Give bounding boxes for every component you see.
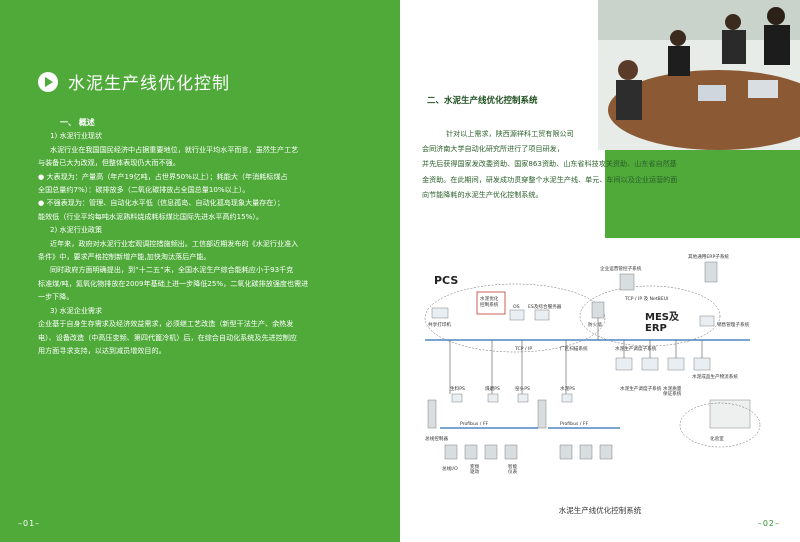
system-architecture-diagram: .lbl { font-family: "DejaVu Sans", sans-… — [424, 253, 761, 475]
dispatch-label: 水泥生产调度子系统 — [615, 345, 657, 352]
paragraph-line: 条件》中，要求严格控制新增产能,加快淘汰落后产能。 — [38, 252, 211, 262]
body-text: 一、 概述 1) 水泥行业现状 水泥行业在我国国民经济中占据重要地位，就行业平均… — [38, 116, 368, 357]
pcs-cloud — [424, 283, 606, 353]
page-title: 水泥生产线优化控制 — [68, 74, 230, 94]
page-number: –01– — [18, 519, 41, 528]
dispatch2-label: 水泥生产调度子系统 — [620, 385, 662, 392]
qc-label: 水泥质量保证系统 — [663, 385, 682, 397]
diagram-caption: 水泥生产线优化控制系统 — [558, 506, 642, 515]
field-ctrl-label: 总线控制器 — [425, 435, 448, 442]
other-erp-label: 其他通用ERP子系统 — [688, 253, 729, 260]
paragraph-line: 电）、设备改造（中高压变频、第四代篦冷机）后，在综合自动化系统及先进控制应 — [38, 332, 297, 342]
intro-text: 针对以上需求，陕西源祥科工贸有限公司 会同济南大学自动化研究所进行了项目研发， … — [422, 126, 752, 202]
section-title: 二、水泥生产线优化控制系统 — [427, 96, 538, 106]
play-icon — [38, 71, 58, 92]
text-panel — [400, 0, 605, 240]
profibus2-label: Profibus / FF — [560, 421, 589, 427]
page-number: –02– — [757, 519, 780, 528]
section-heading: 一、 概述 — [60, 118, 95, 127]
intro-line: 会同济南大学自动化研究所进行了项目研发， — [422, 144, 564, 154]
tcp-netbeui-label: TCP / IP 及 NetBEUI — [624, 296, 668, 302]
drive-label: 变频驱动 — [470, 463, 480, 475]
bus-io-label: 总线I/O — [442, 465, 458, 472]
kiln-ps-label: 窑头PS — [515, 385, 530, 392]
printer-label: 共享打印机 — [428, 321, 451, 328]
intro-line: 针对以上需求，陕西源祥科工贸有限公司 — [446, 129, 574, 138]
smart-meter-label: 智能仪表 — [508, 463, 518, 475]
paragraph-line: 与装备已大为改观，但整体表现仍大而不强。 — [38, 158, 180, 168]
paragraph-line: 能效低（行业平均每吨水泥熟料烧成耗标煤比国际先进水平高约15%）。 — [38, 211, 264, 221]
paragraph-line: 近年来，政府对水泥行业宏观调控措施频出。工信部近期发布的《水泥行业准入 — [50, 238, 299, 248]
right-content: 二、水泥生产线优化控制系统 针对以上需求，陕西源祥科工贸有限公司 会同济南大学自… — [400, 0, 800, 542]
pcs-label: PCS — [434, 274, 458, 287]
subheading: 2) 水泥行业政策 — [50, 225, 103, 235]
control-box-label: 水泥优化控制系统 — [480, 295, 499, 308]
tcp-ip-label: TCP / IP — [514, 346, 532, 352]
optimization-control-box — [476, 291, 506, 315]
lab-label: 化验室 — [710, 435, 724, 442]
firewall-label: 防火墙 — [588, 321, 602, 328]
paragraph-line: 全国总量约7%）：碳排放多（二氧化碳排放占全国总量10%以上）。 — [38, 185, 250, 195]
left-page: 水泥生产线优化控制 一、 概述 1) 水泥行业现状 水泥行业在我国国民经济中占据… — [0, 0, 400, 542]
paragraph-line: 一步下降。 — [38, 292, 74, 302]
paragraph-line: ● 大表现为：产量高（年产19亿吨，占世界50%以上）；耗能大（年消耗标煤占 — [38, 171, 288, 181]
intro-line: 向节能降耗的水泥生产优化控制系统。 — [422, 189, 543, 199]
paragraph-line: 水泥行业在我国国民经济中占据重要地位，就行业平均水平而言，虽然生产工艺 — [50, 144, 299, 154]
logistics-label: 水泥成品生产物流系统 — [692, 373, 738, 380]
raw-ps-label: 生料PS — [450, 385, 465, 392]
subheading: 1) 水泥行业现状 — [50, 131, 103, 141]
intro-line: 并先后获得国家发改委资助、国家863资助、山东省科技攻关资助、山东省自然基 — [422, 159, 677, 169]
plant-scan-label: 厂区扫描系统 — [560, 345, 588, 352]
right-page: 二、水泥生产线优化控制系统 针对以上需求，陕西源祥科工贸有限公司 会同济南大学自… — [400, 0, 800, 542]
coal-ps-label: 煤磨PS — [485, 385, 500, 392]
title-row: 水泥生产线优化控制 — [38, 69, 230, 94]
paragraph-line: 同时政府方面明确提出，到“十二五”末，全国水泥生产综合能耗应小于93千克 — [50, 265, 294, 275]
paragraph-line: 企业基于自身生存需求及经济效益需求，必须继工艺改造（新型干法生产、余热发 — [38, 319, 294, 329]
paragraph-line: 标准煤/吨，氮氧化物排放在2009年基础上进一步降低25%，二氧化碳排放强度也需… — [38, 278, 309, 288]
profibus1-label: Profibus / FF — [460, 421, 489, 427]
paragraph-line: ● 不强表现为：管理、自动化水平低（信息孤岛、自动化孤岛现象大量存在）； — [38, 198, 285, 208]
os-label: OS — [513, 304, 520, 310]
sales-label: 销售管理子系统 — [717, 321, 750, 328]
intro-line: 金资助。在此期间，研发成功贯穿整个水泥生产线、单元、车间以及企业运营的面 — [422, 174, 678, 184]
paragraph-line: 用方面寻求支持，以达到减员增效目的。 — [38, 345, 166, 355]
enterprise-mgmt-label: 企业运营管控子系统 — [600, 265, 642, 272]
subheading: 3) 水泥企业需求 — [50, 305, 103, 315]
es-label: ES及综合服务器 — [528, 303, 562, 310]
business-meeting-photo — [598, 0, 800, 150]
cement-ps-label: 水泥PS — [560, 385, 575, 392]
